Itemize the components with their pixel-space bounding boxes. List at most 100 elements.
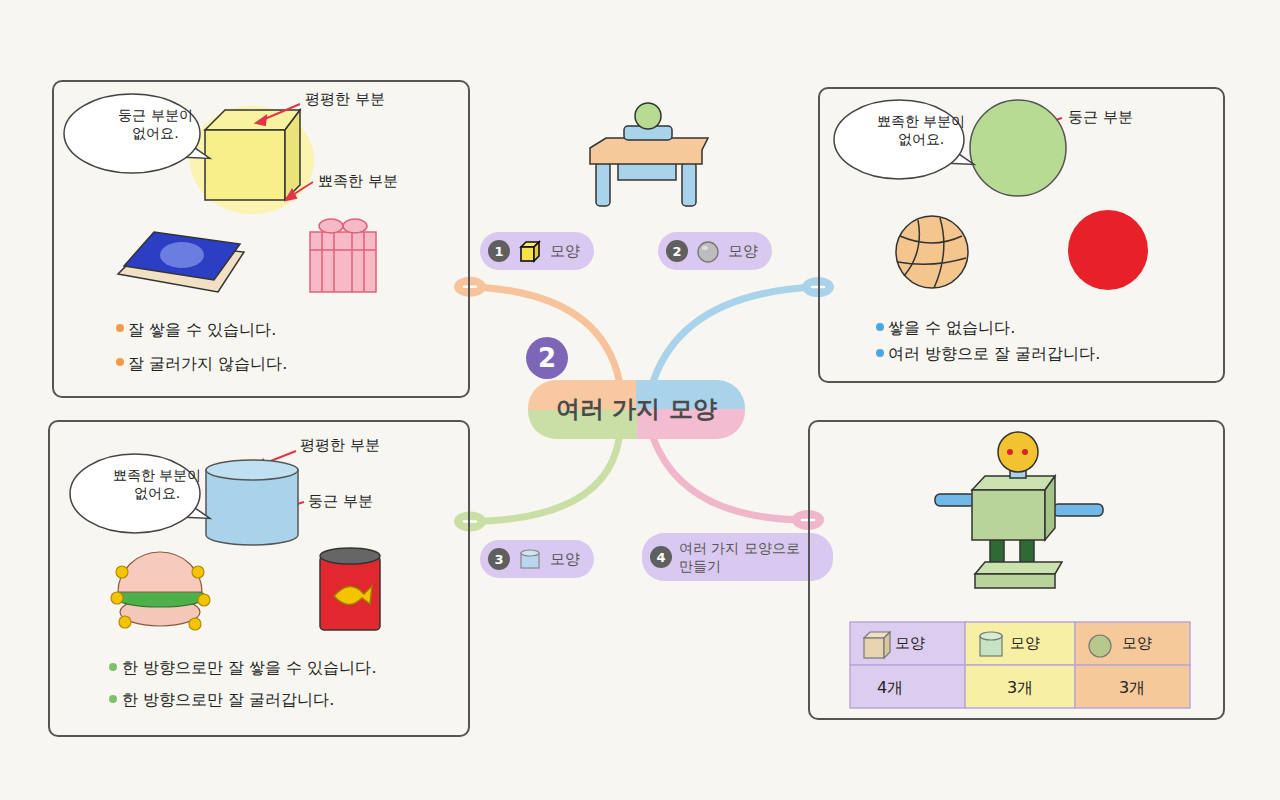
cube-figure-part (205, 130, 285, 200)
burger-figure-part (198, 594, 210, 606)
central-topic: 여러 가지 모양 (528, 380, 745, 439)
count-table-part (965, 622, 1075, 665)
burger-figure-part (111, 592, 123, 604)
robot-figure-part (935, 494, 975, 506)
sphere-figure-part (904, 220, 919, 276)
sphere-body (698, 242, 718, 262)
branch-line (470, 439, 619, 521)
gift-figure-part (310, 232, 376, 292)
panel-box: 둥근 부분쌓을 수 없습니다.여러 방향으로 잘 굴러갑니다.뾰족한 부분이 없… (818, 87, 1225, 383)
burger-figure-part (189, 618, 201, 630)
count-table-part (850, 665, 965, 708)
cylinder-figure-part (206, 460, 298, 480)
speech-bubble: 뾰족한 부분이 없어요. (68, 452, 202, 535)
desk-figure (590, 103, 708, 206)
sphere-figure-part (1068, 210, 1148, 290)
panel-text: 3개 (1119, 678, 1145, 697)
desk-figure-part (590, 138, 708, 164)
branch-pill: 3 모양 (480, 540, 594, 578)
sphere-figure-part (898, 258, 966, 264)
shape-icon (695, 238, 721, 264)
cylinder-figure (206, 460, 298, 545)
gift-figure-part (310, 249, 376, 251)
branch-number: 3 (488, 548, 510, 570)
sphere-figure-part (900, 236, 962, 243)
panel-text: 평평한 부분 (305, 90, 385, 108)
robot-figure-part (1053, 504, 1103, 516)
callout-number: 2 (538, 345, 556, 371)
count-table-part (1075, 622, 1190, 665)
panel-box: 평평한 부분둥근 부분한 방향으로만 잘 쌓을 수 있습니다.한 방향으로만 잘… (48, 420, 470, 737)
gift-figure-part (363, 232, 365, 292)
collapse-knob (454, 511, 486, 531)
can-figure-part (320, 556, 380, 630)
bubble-text: 뾰족한 부분이 없어요. (112, 466, 202, 502)
branch-number: 1 (488, 240, 510, 262)
table-icons-part (980, 632, 1002, 640)
branch-text: 모양 (550, 550, 580, 569)
burger-figure-part (192, 566, 204, 578)
cube-side (534, 242, 539, 261)
burger-figure (111, 552, 210, 630)
speech-bubble: 둥근 부분이 없어요. (62, 92, 202, 175)
panel-box: 평평한 부분뾰족한 부분잘 쌓을 수 있습니다.잘 굴러가지 않습니다.둥근 부… (52, 80, 470, 398)
robot-figure-part (975, 574, 1055, 588)
gift-figure-part (343, 219, 367, 233)
robot-figure-part (1007, 449, 1013, 455)
speech-bubble: 뾰족한 부분이 없어요. (832, 98, 966, 181)
collapse-knob (454, 277, 486, 297)
book-figure-part (124, 232, 240, 280)
robot-figure-part (998, 432, 1038, 472)
sphere-figure-part (970, 100, 1066, 196)
branch-line (654, 439, 808, 520)
branch-line (470, 287, 619, 380)
branch-connector (454, 277, 619, 380)
panel-text: 잘 굴러가지 않습니다. (128, 354, 287, 373)
panel-text: 여러 방향으로 잘 굴러갑니다. (888, 344, 1100, 363)
branch-text: 모양 (728, 242, 758, 261)
can-figure (320, 548, 380, 630)
sphere-figure-part (934, 218, 944, 288)
topic-text: 여러 가지 모양 (556, 395, 717, 423)
center-callout-part (526, 337, 568, 379)
branch-text: 여러 가지 모양으로 만들기 (679, 539, 819, 575)
gift-figure-part (333, 232, 335, 292)
collapse-minus (464, 520, 476, 523)
leader-lines-part (256, 116, 266, 125)
branch-line (654, 287, 818, 380)
cube-figure-part (205, 110, 300, 130)
branch-connector (654, 439, 824, 530)
branch-connector (454, 439, 619, 531)
book-figure (118, 232, 244, 292)
robot-figure (935, 432, 1103, 588)
gift-figure-part (319, 219, 343, 233)
branch-number: 4 (650, 546, 672, 568)
cylinder-figure-part (206, 470, 298, 545)
book-figure-part (160, 242, 204, 268)
bullet-dots-part (109, 695, 117, 703)
robot-figure-part (1045, 476, 1055, 540)
burger-figure-part (119, 616, 131, 628)
center-callout (526, 337, 568, 379)
count-table-part (965, 665, 1075, 708)
panel-text: 한 방향으로만 잘 굴러갑니다. (122, 690, 334, 709)
bullet-dots-part (876, 323, 884, 331)
count-table-part (1075, 665, 1190, 708)
robot-figure-part (972, 490, 1045, 540)
bullet-dots-part (876, 349, 884, 357)
bullet-dots-part (109, 663, 117, 671)
panel-text: 잘 쌓을 수 있습니다. (128, 320, 276, 339)
shape-icon (517, 238, 543, 264)
cyl-top (521, 550, 539, 556)
burger-figure-part (118, 552, 202, 592)
sphere-figure-part (896, 216, 968, 288)
bullet-dots-part (116, 358, 124, 366)
panel-text: 모양 (1122, 634, 1152, 652)
panel-text: 4개 (877, 678, 903, 697)
table-icons (864, 632, 1111, 658)
table-icons-part (1089, 635, 1111, 657)
panel-text: 평평한 부분 (300, 436, 380, 454)
panel-text: 3개 (1007, 678, 1033, 697)
panel-text: 모양 (895, 634, 925, 652)
